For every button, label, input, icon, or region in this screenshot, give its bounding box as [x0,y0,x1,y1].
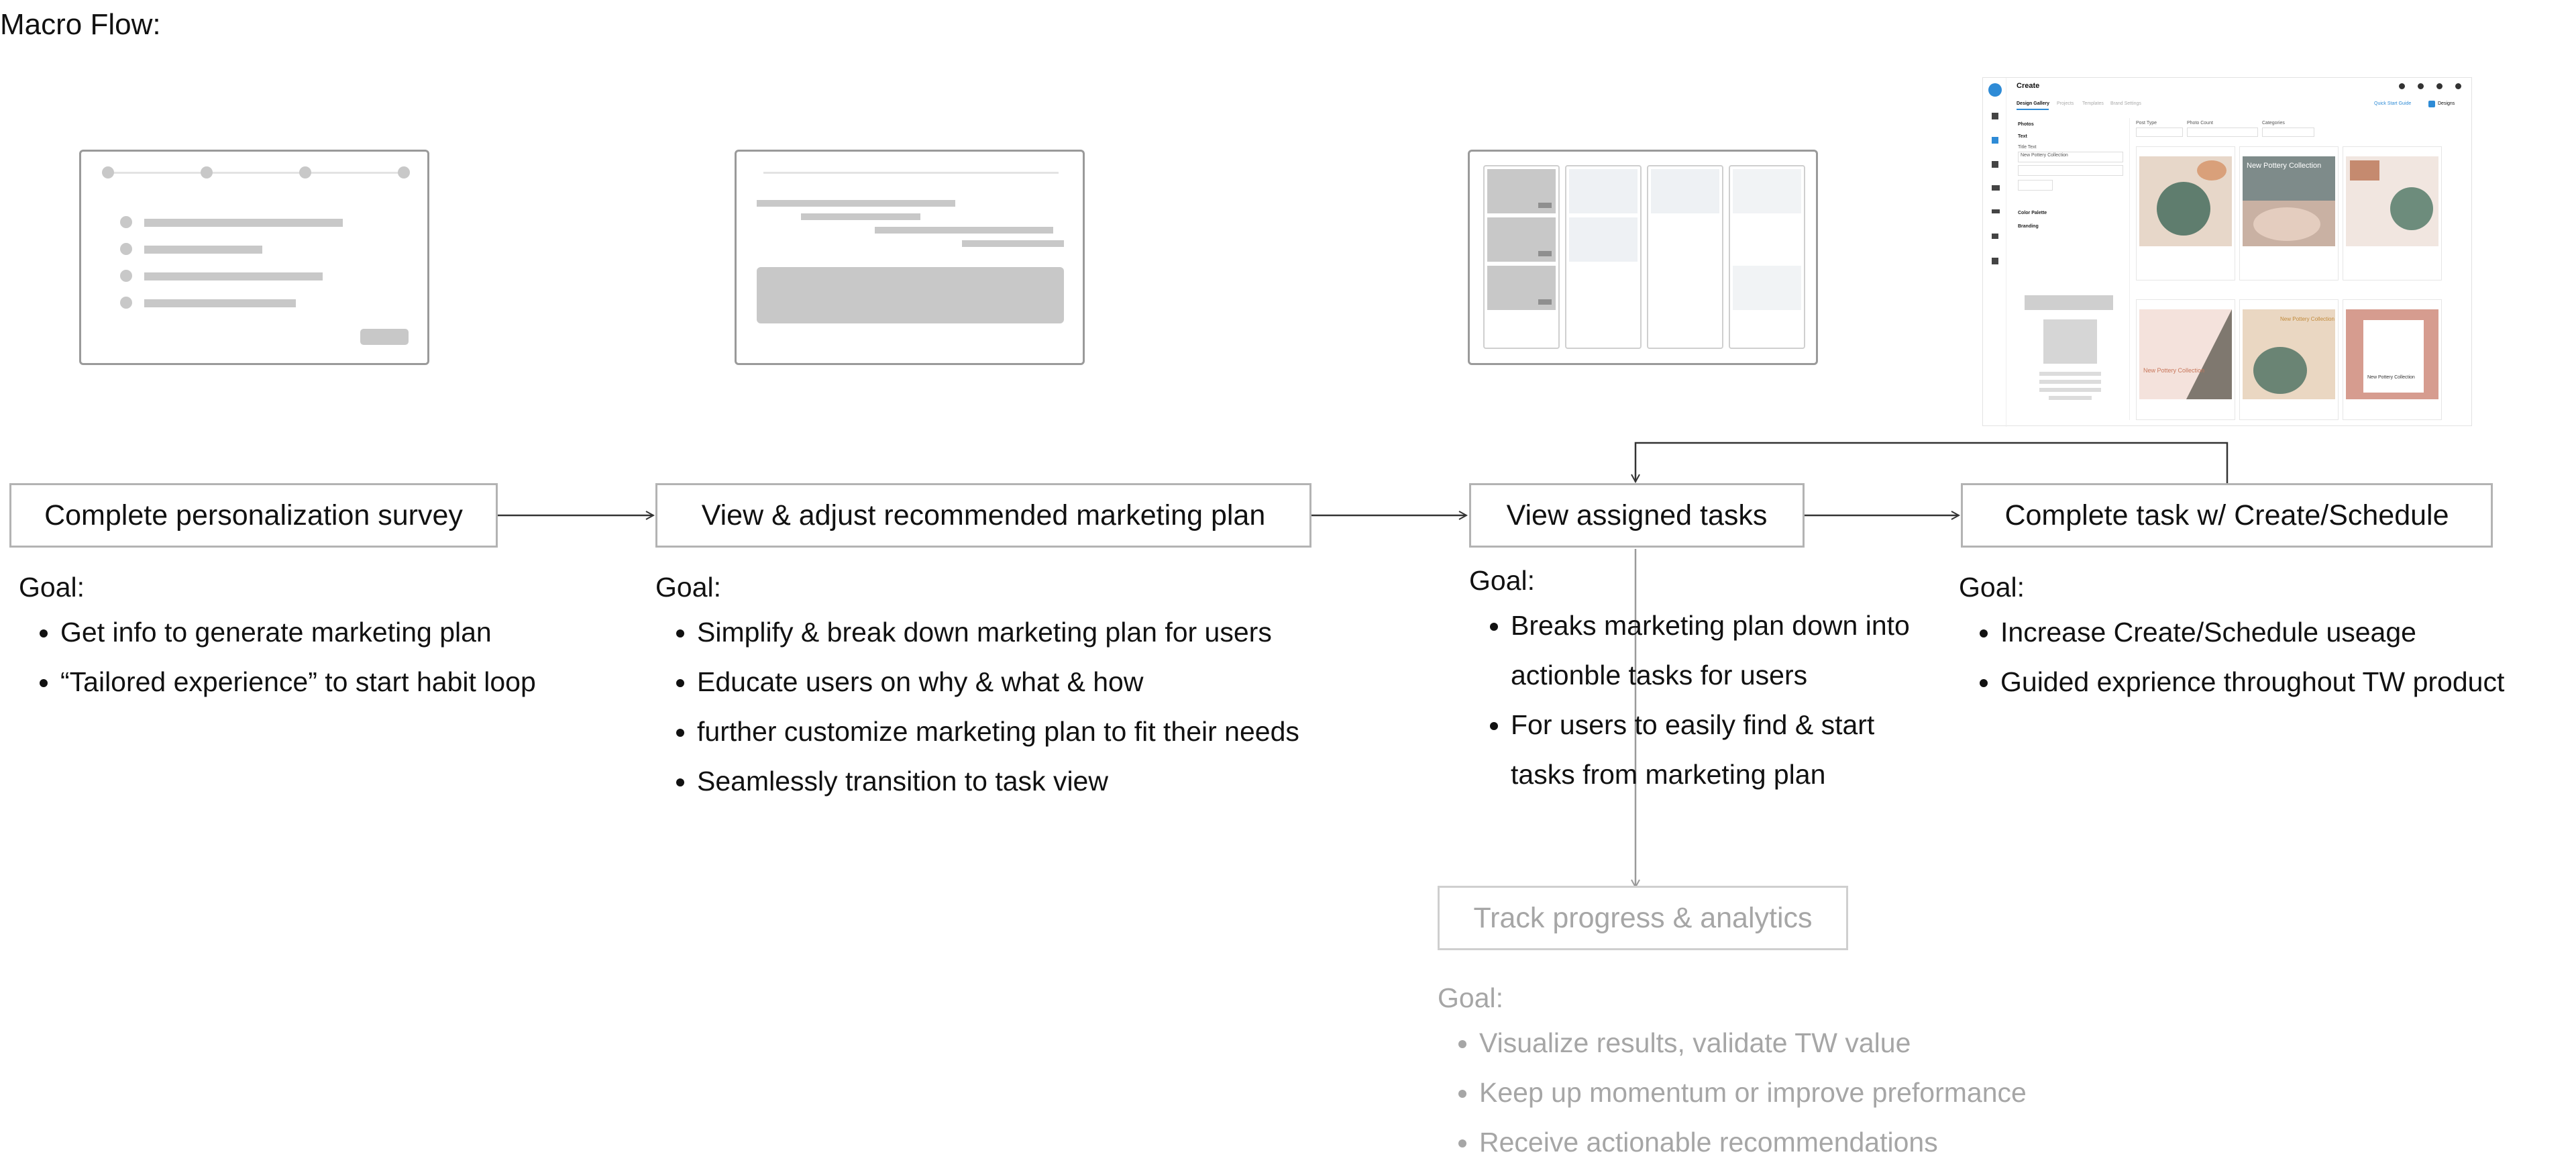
create-icon [1992,137,1998,144]
library-icon [1992,161,1998,168]
goal-label: Goal: [1438,982,1503,1013]
goal-block-survey: Goal: Get info to generate marketing pla… [19,572,623,707]
goal-item: Educate users on why & what & how [697,657,1460,707]
designs-label: Designs [2438,101,2455,106]
filter-photo-count[interactable]: Photo Count [2187,121,2213,125]
tab-templates[interactable]: Templates [2082,101,2104,106]
title-text-input[interactable]: New Pottery Collection [2021,153,2068,158]
home-icon [1992,113,1998,119]
gear-icon[interactable] [2455,83,2461,89]
goal-item: Seamlessly transition to task view [697,756,1460,806]
step-view-assigned-tasks[interactable]: View assigned tasks [1469,483,1805,548]
survey-wireframe [79,150,429,365]
design-card[interactable]: New Pottery Collection [2239,146,2339,280]
step-track-progress-analytics[interactable]: Track progress & analytics [1438,886,1848,950]
help-icon[interactable] [2399,83,2405,89]
design-card[interactable]: New Pottery Collection [2136,299,2235,420]
tab-brand-settings[interactable]: Brand Settings [2110,101,2141,106]
page-title: Macro Flow: [0,8,161,41]
link-icon [1992,209,2000,213]
goal-label: Goal: [1959,572,2025,603]
create-header: Create [2017,82,2040,90]
people-icon [1992,185,2000,191]
megaphone-icon [1992,234,1998,239]
task-board-wireframe [1468,150,1818,365]
title-text-label: Title Text [2018,145,2037,150]
chart-icon [1992,258,1998,264]
design-card[interactable]: New Pottery Collection [2343,299,2442,420]
tab-design-gallery[interactable]: Design Gallery [2017,101,2050,106]
goal-item: Visualize results, validate TW value [1479,1018,2310,1068]
goal-item: For users to easily find & start tasks f… [1511,700,1939,799]
step-personalization-survey[interactable]: Complete personalization survey [9,483,498,548]
goal-item: “Tailored experience” to start habit loo… [60,657,623,707]
goal-block-track-progress: Goal: Visualize results, validate TW val… [1438,982,2310,1167]
goal-item: further customize marketing plan to fit … [697,707,1460,756]
filter-post-type[interactable]: Post Type [2136,121,2157,125]
filter-categories[interactable]: Categories [2262,121,2285,125]
design-card[interactable] [2136,146,2235,280]
info-icon[interactable] [2436,83,2443,89]
goal-item: Breaks marketing plan down into actionbl… [1511,601,1939,700]
goal-label: Goal: [1469,565,1535,596]
create-screen-thumbnail: Create Design Gallery Projects Templates… [1982,77,2472,427]
panel-color-palette[interactable]: Color Palette [2018,211,2047,215]
step-marketing-plan[interactable]: View & adjust recommended marketing plan [655,483,1311,548]
logo-icon [1988,83,2002,97]
goal-label: Goal: [19,572,85,603]
tab-projects[interactable]: Projects [2057,101,2074,106]
goal-item: Simplify & break down marketing plan for… [697,607,1460,657]
goal-block-assigned-tasks: Goal: Breaks marketing plan down into ac… [1469,565,1939,799]
goal-item: Increase Create/Schedule useage [2000,607,2576,657]
goal-item: Get info to generate marketing plan [60,607,623,657]
goal-item: Keep up momentum or improve preformance [1479,1068,2310,1117]
bell-icon[interactable] [2418,83,2424,89]
goal-label: Goal: [655,572,721,603]
panel-branding[interactable]: Branding [2018,224,2039,229]
arrow-create-back-to-tasks [1635,442,2229,483]
goal-item: Guided exprience throughout TW product [2000,657,2576,707]
design-card[interactable] [2343,146,2442,280]
designs-icon [2428,101,2435,107]
goal-block-create-schedule: Goal: Increase Create/Schedule useage Gu… [1959,572,2576,707]
quick-start-link[interactable]: Quick Start Guide [2374,101,2412,106]
panel-text[interactable]: Text [2018,134,2027,139]
design-card[interactable]: New Pottery Collection [2239,299,2339,420]
step-complete-task-create-schedule[interactable]: Complete task w/ Create/Schedule [1961,483,2493,548]
goal-block-marketing-plan: Goal: Simplify & break down marketing pl… [655,572,1460,806]
panel-photos[interactable]: Photos [2018,122,2034,127]
marketing-plan-wireframe [735,150,1085,365]
goal-item: Receive actionable recommendations [1479,1117,2310,1167]
